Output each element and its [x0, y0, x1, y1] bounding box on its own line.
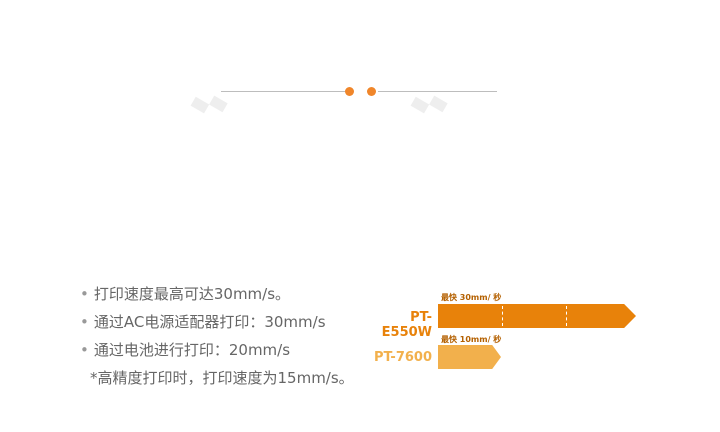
- speed-bar-pt-7600: [438, 345, 501, 369]
- feature-note: *高精度打印时，打印速度为15mm/s。: [90, 369, 354, 387]
- divider-right: [378, 91, 497, 92]
- watermark-logo: ▚: [192, 88, 228, 122]
- watermark-logo: ▚: [412, 88, 448, 122]
- speed-bar-pt-e550w: [438, 304, 636, 328]
- feature-text: 通过AC电源适配器打印：30mm/s: [93, 313, 326, 331]
- divider-dot: [367, 87, 376, 96]
- feature-text: 通过电池进行打印：20mm/s: [93, 341, 291, 359]
- bar-divider: [502, 306, 503, 326]
- speed-label: 最快 10mm/ 秒: [441, 335, 502, 344]
- feature-item: •通过AC电源适配器打印：30mm/s: [80, 313, 326, 331]
- divider-dot: [345, 87, 354, 96]
- bar-divider: [566, 306, 567, 326]
- feature-item: •通过电池进行打印：20mm/s: [80, 341, 291, 359]
- speed-label: 最快 30mm/ 秒: [441, 293, 502, 302]
- divider-left: [221, 91, 345, 92]
- model-label: PT-E550W: [381, 310, 432, 340]
- feature-item: •打印速度最高可达30mm/s。: [80, 285, 291, 303]
- model-label: PT-7600: [373, 350, 432, 365]
- feature-text: 打印速度最高可达30mm/s。: [93, 285, 291, 303]
